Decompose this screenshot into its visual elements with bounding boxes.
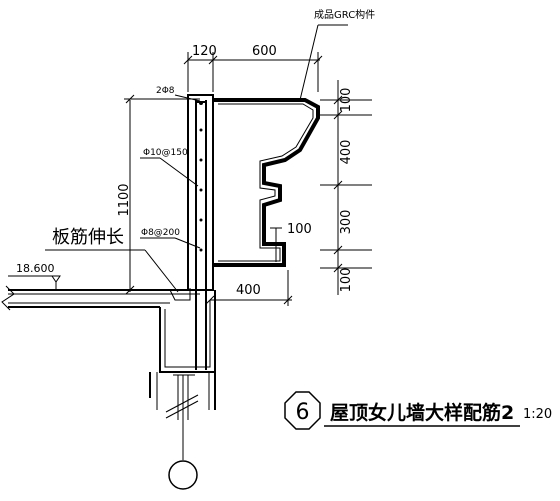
dim-right-100-bottom: 100 xyxy=(339,268,354,293)
dim-right-100-top: 100 xyxy=(339,88,354,113)
dist-bar-label: Φ8@200 xyxy=(141,228,180,238)
column xyxy=(149,372,216,460)
elevation-label: 18.600 xyxy=(16,262,55,275)
rebar-dots xyxy=(199,101,203,252)
dim-1100: 1100 xyxy=(117,183,132,216)
top-bar-label: 2Φ8 xyxy=(156,86,175,96)
title-text: 屋顶女儿墙大样配筋2 xyxy=(330,401,514,424)
slab-rebar-leader xyxy=(144,249,179,293)
bottom-dimension xyxy=(205,270,293,306)
grid-axis-bubble xyxy=(168,460,198,490)
dist-bar-leader xyxy=(174,237,201,249)
dim-120: 120 xyxy=(192,44,217,59)
right-dimension xyxy=(320,80,372,295)
dim-right-400: 400 xyxy=(339,140,354,165)
elevation-marker: 18.600 xyxy=(8,262,61,290)
parapet-wall xyxy=(187,94,214,370)
title-number: 6 xyxy=(296,400,310,425)
beam xyxy=(159,288,216,373)
title-scale: 1:20 xyxy=(523,407,552,422)
vertical-bar-leader xyxy=(159,157,199,187)
grc-component xyxy=(213,98,320,267)
slab-rebar-label: 板筋伸长 xyxy=(52,227,124,248)
roof-slab xyxy=(1,285,200,311)
vertical-bar-label: Φ10@150 xyxy=(143,148,188,158)
grc-leader xyxy=(299,24,319,101)
title-number-octagon xyxy=(284,391,321,430)
dim-right-300: 300 xyxy=(339,210,354,235)
top-dimension xyxy=(183,52,323,92)
dim-600: 600 xyxy=(252,44,277,59)
dim-400-bottom: 400 xyxy=(236,283,261,298)
top-bar-leader xyxy=(174,94,201,102)
title-block: 6 屋顶女儿墙大样配筋2 1:20 xyxy=(284,391,552,430)
grc-label: 成品GRC构件 xyxy=(314,8,375,21)
dim-inner-100: 100 xyxy=(287,222,312,237)
